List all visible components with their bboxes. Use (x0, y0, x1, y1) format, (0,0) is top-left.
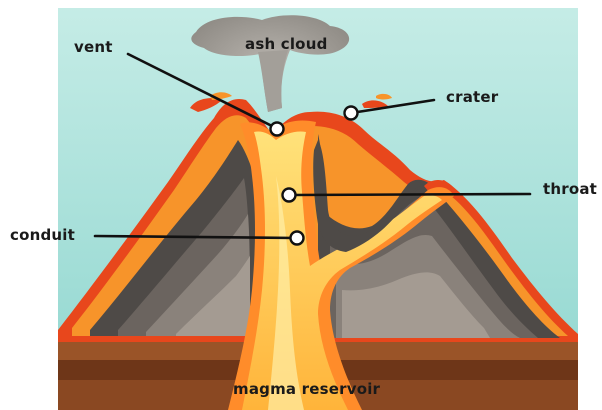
vent-marker (271, 123, 284, 136)
throat-pointer-line (289, 194, 530, 195)
throat-label: throat (543, 180, 597, 198)
vent-label: vent (74, 38, 113, 56)
conduit-label: conduit (10, 226, 75, 244)
magma-reservoir-label: magma reservoir (233, 380, 380, 398)
throat-marker (283, 189, 296, 202)
ash-cloud-label: ash cloud (245, 35, 328, 53)
crater-marker (345, 107, 358, 120)
conduit-marker (291, 232, 304, 245)
crater-label: crater (446, 88, 498, 106)
